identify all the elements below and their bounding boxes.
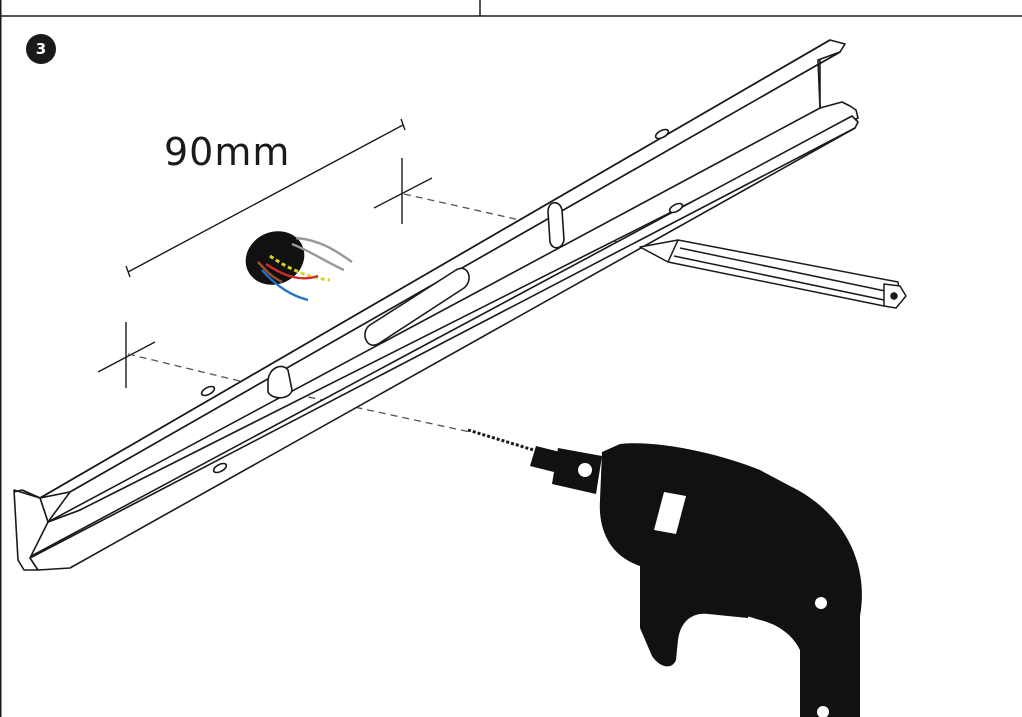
- mounting-rail-icon: [13, 39, 859, 571]
- dimension-label: 90mm: [164, 130, 291, 174]
- wall-box-icon: [245, 231, 353, 302]
- step-number-badge: 3: [26, 34, 56, 64]
- pencil-icon: [639, 239, 907, 309]
- dimension-line: [125, 118, 406, 278]
- drill-mark-cross-icon: [373, 158, 433, 224]
- drill-mark-cross-icon: [97, 322, 156, 388]
- power-drill-icon: [467, 428, 862, 717]
